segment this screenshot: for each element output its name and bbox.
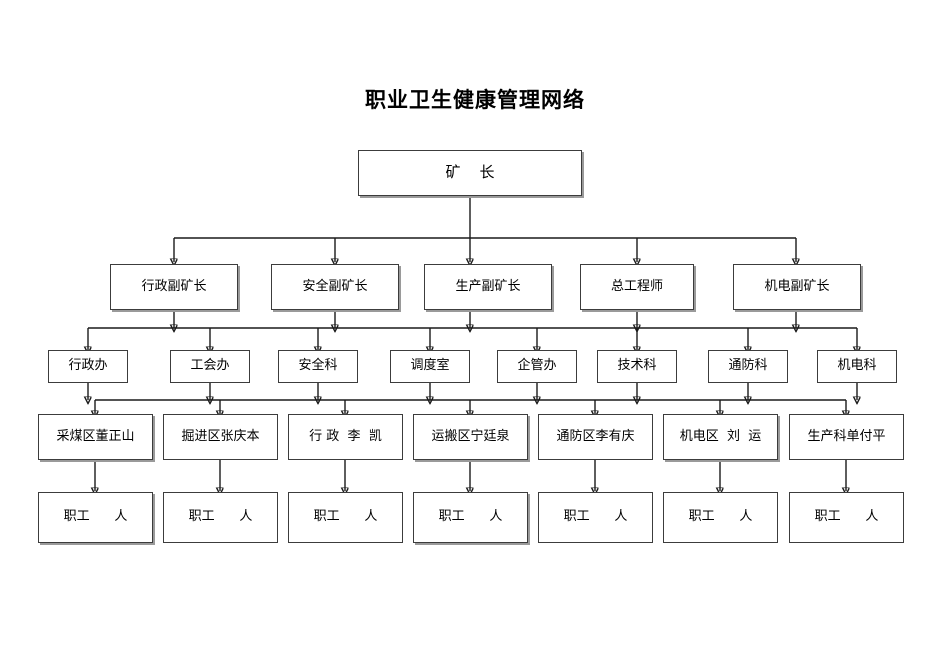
node-level5-6[interactable]: 职工 人 xyxy=(789,492,904,543)
node-level3-6[interactable]: 通防科 xyxy=(708,350,788,383)
node-level5-1[interactable]: 职工 人 xyxy=(163,492,278,543)
node-level2-1[interactable]: 安全副矿长 xyxy=(271,264,399,310)
node-level3-1[interactable]: 工会办 xyxy=(170,350,250,383)
node-level4-0[interactable]: 采煤区董正山 xyxy=(38,414,153,460)
node-level4-1[interactable]: 掘进区张庆本 xyxy=(163,414,278,460)
node-level4-5[interactable]: 机电区 刘 运 xyxy=(663,414,778,460)
node-level3-4[interactable]: 企管办 xyxy=(497,350,577,383)
node-level5-4[interactable]: 职工 人 xyxy=(538,492,653,543)
node-level2-0[interactable]: 行政副矿长 xyxy=(110,264,238,310)
node-level2-2[interactable]: 生产副矿长 xyxy=(424,264,552,310)
node-level5-0[interactable]: 职工 人 xyxy=(38,492,153,543)
node-level1-mine-director[interactable]: 矿 长 xyxy=(358,150,582,196)
node-level4-6[interactable]: 生产科单付平 xyxy=(789,414,904,460)
node-level3-0[interactable]: 行政办 xyxy=(48,350,128,383)
node-level3-5[interactable]: 技术科 xyxy=(597,350,677,383)
node-level4-2[interactable]: 行 政 李 凯 xyxy=(288,414,403,460)
node-level3-7[interactable]: 机电科 xyxy=(817,350,897,383)
node-level4-4[interactable]: 通防区李有庆 xyxy=(538,414,653,460)
node-level3-2[interactable]: 安全科 xyxy=(278,350,358,383)
node-level5-5[interactable]: 职工 人 xyxy=(663,492,778,543)
node-level4-3[interactable]: 运搬区宁廷泉 xyxy=(413,414,528,460)
node-level5-3[interactable]: 职工 人 xyxy=(413,492,528,543)
page-title: 职业卫生健康管理网络 xyxy=(365,87,585,112)
node-level5-2[interactable]: 职工 人 xyxy=(288,492,403,543)
node-level3-3[interactable]: 调度室 xyxy=(390,350,470,383)
node-level2-4[interactable]: 机电副矿长 xyxy=(733,264,861,310)
node-level2-3[interactable]: 总工程师 xyxy=(580,264,694,310)
